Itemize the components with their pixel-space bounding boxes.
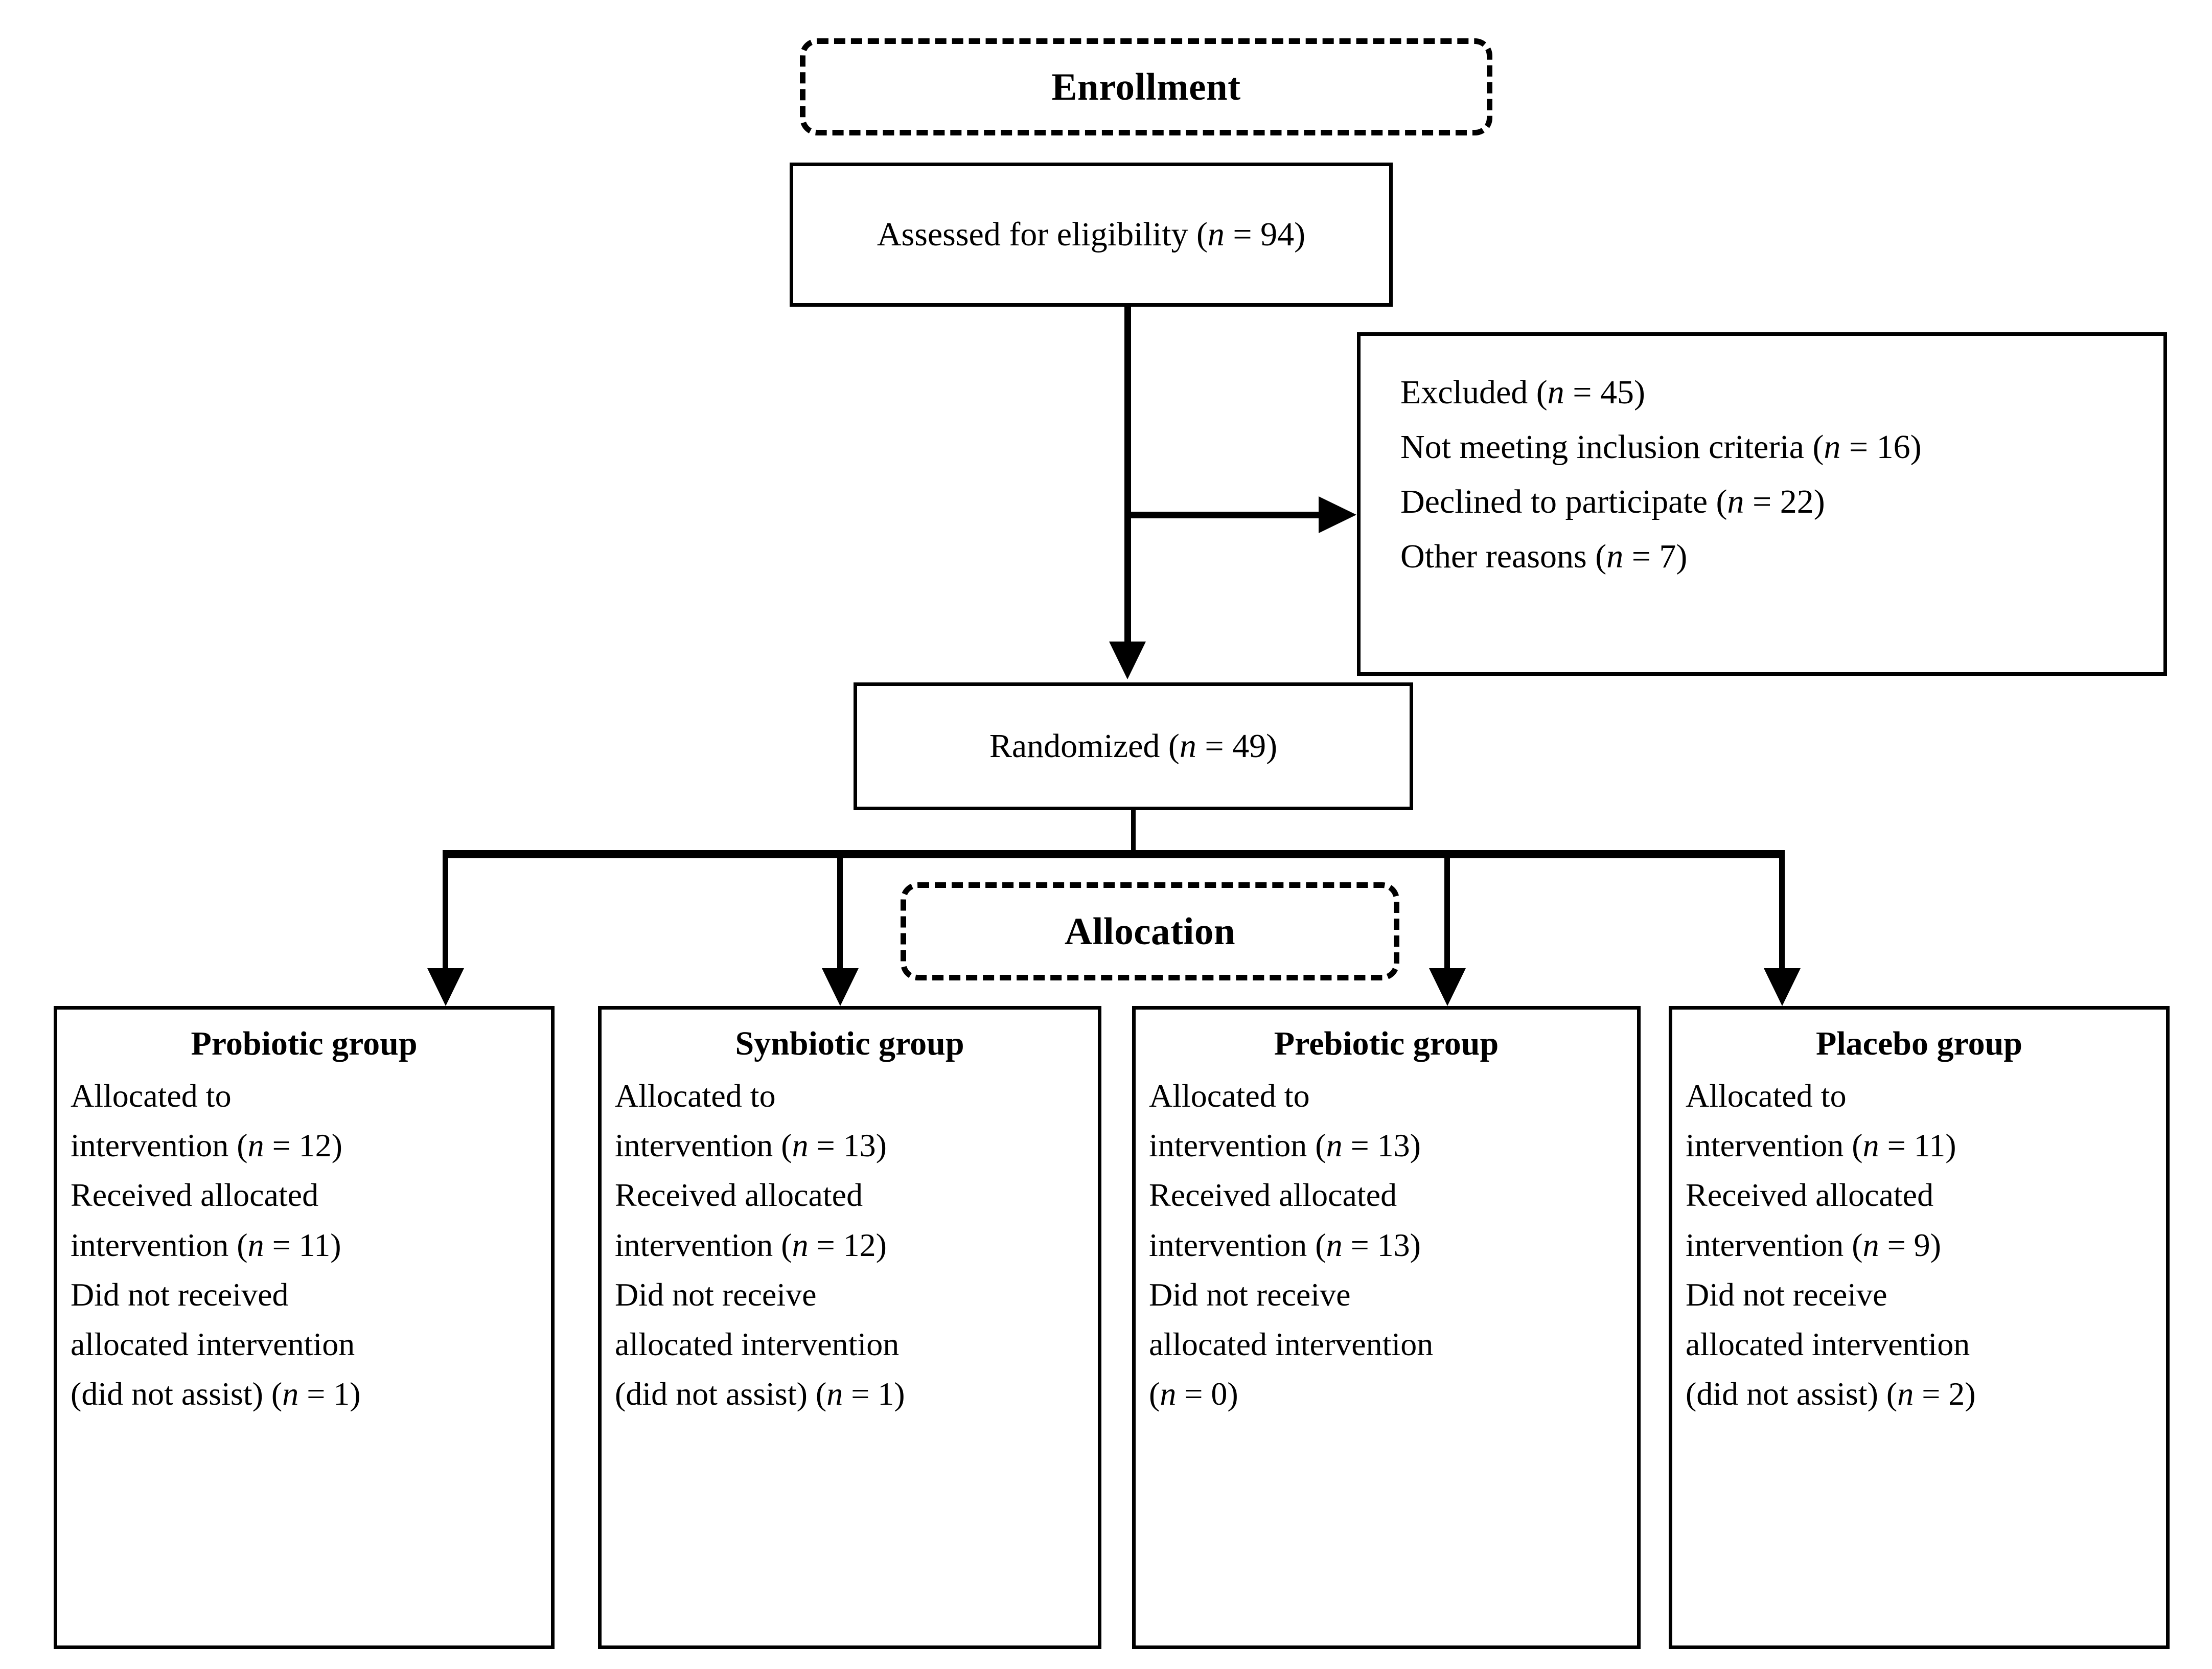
connector-eligibility-to-randomized — [1124, 307, 1131, 644]
group-line: Did not receive — [1686, 1276, 1887, 1313]
arrowhead-to-excluded — [1319, 496, 1356, 533]
group-line: Allocated to — [1149, 1077, 1310, 1114]
connector-to-placebo — [1779, 850, 1785, 971]
arrowhead-to-placebo — [1764, 968, 1801, 1006]
allocation-stage-label: Allocation — [1064, 910, 1236, 953]
arrowhead-to-prebiotic — [1429, 968, 1466, 1006]
excluded-line-total: Excluded (n = 45) — [1400, 374, 1645, 411]
group-title-placebo: Placebo group — [1816, 1025, 2022, 1062]
excluded-line-other-reasons: Other reasons (n = 7) — [1400, 537, 1688, 575]
group-line: intervention (n = 13) — [1149, 1127, 1421, 1164]
allocation-bus-line — [443, 850, 1785, 858]
allocation-stage-badge: Allocation — [901, 882, 1399, 980]
group-line: (did not assist) (n = 1) — [615, 1376, 905, 1412]
group-line: Allocated to — [71, 1077, 232, 1114]
randomized-text: Randomized (n = 49) — [989, 727, 1278, 765]
excluded-line-declined: Declined to participate (n = 22) — [1400, 483, 1825, 520]
group-line: intervention (n = 12) — [71, 1127, 342, 1164]
group-line: (did not assist) (n = 1) — [71, 1376, 361, 1412]
group-line: intervention (n = 12) — [615, 1226, 887, 1263]
group-line: Received allocated — [1686, 1177, 1934, 1214]
group-line: Received allocated — [71, 1177, 319, 1214]
connector-randomized-stub — [1131, 810, 1136, 854]
group-line: Allocated to — [615, 1077, 776, 1114]
group-line: allocated intervention — [615, 1326, 900, 1363]
group-title-synbiotic: Synbiotic group — [735, 1025, 964, 1062]
group-line: (n = 0) — [1149, 1376, 1238, 1412]
group-line: allocated intervention — [1149, 1326, 1434, 1363]
connector-eligibility-to-excluded — [1124, 512, 1321, 518]
group-line: Received allocated — [1149, 1177, 1397, 1214]
group-title-probiotic: Probiotic group — [191, 1025, 418, 1062]
group-line: allocated intervention — [1686, 1326, 1970, 1363]
group-line: Allocated to — [1686, 1077, 1847, 1114]
group-line: Did not receive — [615, 1276, 817, 1313]
assessed-for-eligibility-text: Assessed for eligibility (n = 94) — [877, 216, 1306, 254]
group-box-prebiotic: Prebiotic group Allocated to interventio… — [1132, 1006, 1641, 1649]
connector-to-probiotic — [443, 850, 448, 971]
group-line: (did not assist) (n = 2) — [1686, 1376, 1976, 1412]
group-box-synbiotic: Synbiotic group Allocated to interventio… — [598, 1006, 1101, 1649]
enrollment-stage-badge: Enrollment — [800, 38, 1492, 135]
group-box-placebo: Placebo group Allocated to intervention … — [1669, 1006, 2170, 1649]
arrowhead-to-probiotic — [427, 968, 464, 1006]
enrollment-stage-label: Enrollment — [1051, 65, 1241, 108]
arrowhead-to-synbiotic — [822, 968, 859, 1006]
randomized-box: Randomized (n = 49) — [854, 682, 1413, 810]
group-line: allocated intervention — [71, 1326, 355, 1363]
group-line: Received allocated — [615, 1177, 863, 1214]
excluded-box: Excluded (n = 45) Not meeting inclusion … — [1357, 332, 2167, 676]
group-line: Did not received — [71, 1276, 289, 1313]
group-line: Did not receive — [1149, 1276, 1351, 1313]
group-box-probiotic: Probiotic group Allocated to interventio… — [54, 1006, 555, 1649]
group-line: intervention (n = 11) — [71, 1226, 341, 1263]
group-title-prebiotic: Prebiotic group — [1274, 1025, 1499, 1062]
connector-to-synbiotic — [837, 850, 843, 971]
group-line: intervention (n = 13) — [1149, 1226, 1421, 1263]
arrowhead-to-randomized — [1109, 642, 1146, 679]
connector-to-prebiotic — [1444, 850, 1450, 971]
group-line: intervention (n = 11) — [1686, 1127, 1956, 1164]
excluded-line-not-meeting-criteria: Not meeting inclusion criteria (n = 16) — [1400, 428, 1922, 466]
assessed-for-eligibility-box: Assessed for eligibility (n = 94) — [790, 163, 1393, 307]
group-line: intervention (n = 9) — [1686, 1226, 1941, 1263]
group-line: intervention (n = 13) — [615, 1127, 887, 1164]
